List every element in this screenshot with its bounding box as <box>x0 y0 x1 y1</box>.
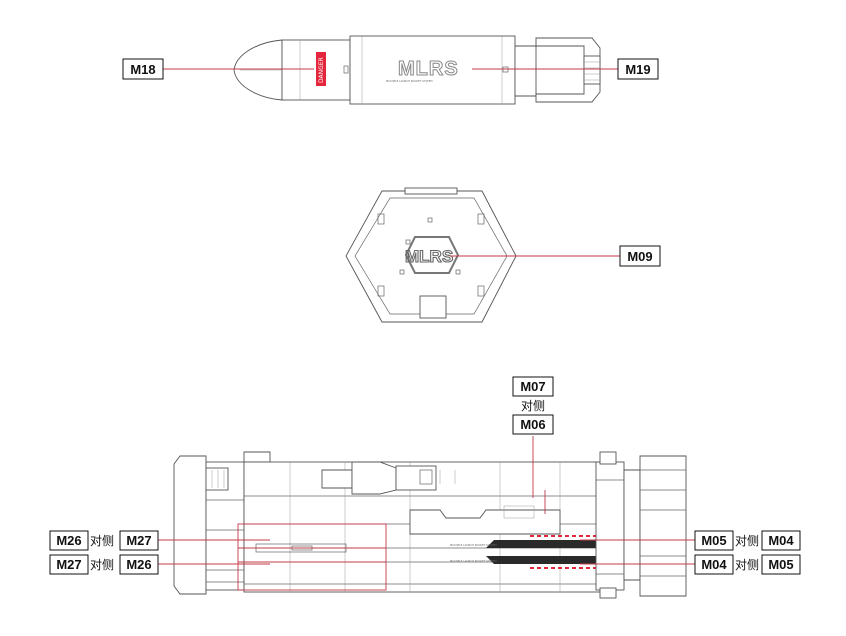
pod-right-end <box>639 455 687 597</box>
mlrs-decal-rocket: MLRS MULTIPLE LAUNCH ROCKET SYSTEM <box>386 58 459 84</box>
pod-left-end <box>173 455 207 595</box>
callout-m04-label-b: M04 <box>701 557 727 572</box>
callout-opposite-text-right-2: 对侧 <box>735 558 759 572</box>
callout-m27-label-a: M27 <box>126 533 151 548</box>
danger-decal-text: DANGER <box>318 57 325 83</box>
stripe-dark-upper <box>486 540 596 548</box>
danger-decal: DANGER <box>316 52 326 86</box>
callout-row-left-2: M27 对侧 M26 <box>49 554 159 575</box>
callout-opposite-text-left-2: 对侧 <box>90 558 114 572</box>
callout-m26-label-b: M26 <box>126 557 151 572</box>
highlight-region-m26-m27 <box>237 523 387 591</box>
callout-opposite-text-right-1: 对侧 <box>735 534 759 548</box>
callout-m05-label-b: M05 <box>768 557 793 572</box>
callout-m07-label: M07 <box>520 379 545 394</box>
callout-row-right-1: M05 对侧 M04 <box>694 530 801 551</box>
mlrs-logo-subtext: MULTIPLE LAUNCH ROCKET SYSTEM <box>386 79 433 83</box>
hexagon-bottom-notch <box>419 295 447 319</box>
callout-m27-label-b: M27 <box>56 557 81 572</box>
rocket-tail-fins <box>535 37 601 103</box>
mlrs-logo-text: MLRS <box>398 58 459 80</box>
stripe-dark-lower <box>486 556 596 564</box>
callout-m07: M07 <box>512 376 554 397</box>
decal-print-1: MULTIPLE LAUNCH ROCKET SYSTEM <box>450 543 497 547</box>
callout-opposite-text-left-1: 对侧 <box>90 534 114 548</box>
hexagon-cap-part: MLRS M09 <box>345 187 661 323</box>
callout-m07-opposite-text: 对侧 <box>521 399 545 413</box>
callout-m09: M09 <box>619 245 661 267</box>
pod-right-collar <box>595 461 625 591</box>
rocket-motor-cap <box>514 45 537 97</box>
mlrs-hex-emblem <box>404 236 460 274</box>
stripe-decal-upper <box>486 535 596 548</box>
callout-m06: M06 <box>512 414 554 435</box>
hexagon-inner <box>354 197 508 315</box>
callout-m26-label-a: M26 <box>56 533 81 548</box>
pod-top-connector <box>351 461 397 495</box>
danger-decal-bg <box>316 52 326 86</box>
stripe-decal-lower <box>486 556 596 569</box>
callout-row-left-1: M26 对侧 M27 <box>49 530 159 551</box>
callout-m19-label: M19 <box>625 62 650 77</box>
callout-m19: M19 <box>617 58 659 80</box>
decal-print-2: MULTIPLE LAUNCH ROCKET SYSTEM <box>450 559 497 563</box>
rocket-part: DANGER MLRS MULTIPLE LAUNCH ROCKET SYSTE… <box>122 35 659 105</box>
launcher-pod-part: MULTIPLE LAUNCH ROCKET SYSTEM MULTIPLE L… <box>49 376 801 599</box>
hexagon-top-tab <box>404 187 458 195</box>
hexagon-outer <box>345 190 517 323</box>
callout-m06-label: M06 <box>520 417 545 432</box>
callout-m05-label-a: M05 <box>701 533 726 548</box>
callout-m18-label: M18 <box>130 62 155 77</box>
callout-m09-label: M09 <box>627 249 652 264</box>
callout-row-right-2: M04 对侧 M05 <box>694 554 801 575</box>
callout-m18: M18 <box>122 58 164 80</box>
rocket-body <box>349 35 516 105</box>
mlrs-logo-hex: MLRS <box>405 247 453 266</box>
callout-m04-label-a: M04 <box>768 533 794 548</box>
